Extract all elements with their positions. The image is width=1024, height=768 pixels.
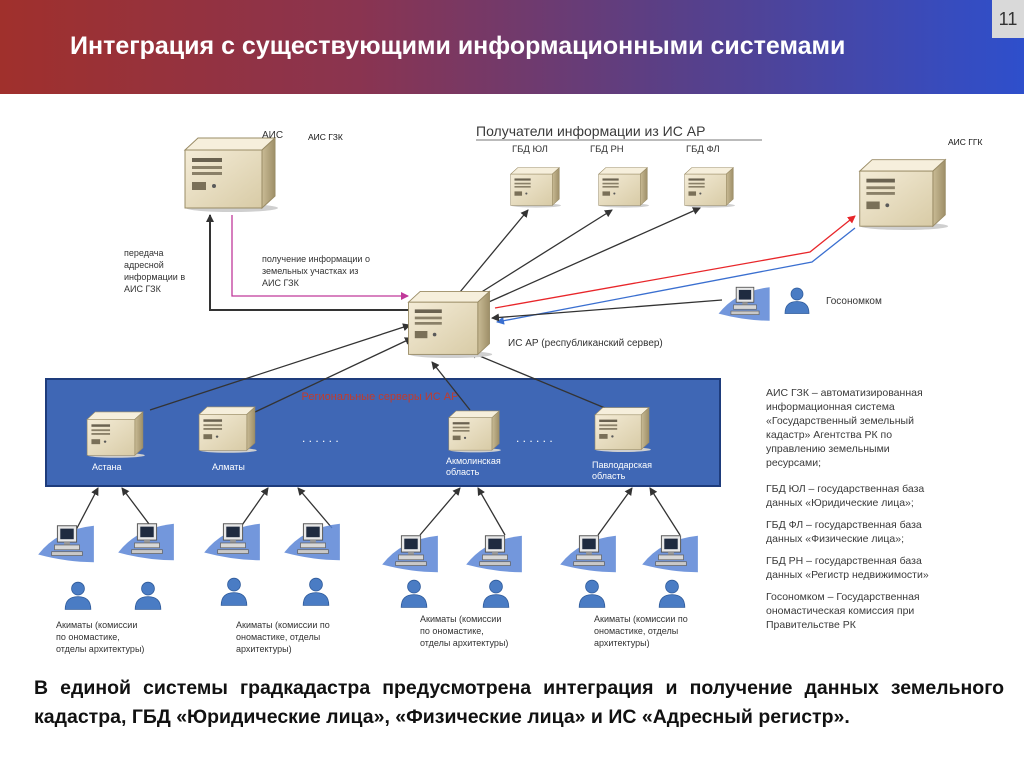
arrow-central-to-ais-ggk [494,215,856,309]
akimat-caption-1: Акиматы (комиссии по ономастике, отделы … [56,620,144,654]
central-server-label: ИС АР (республиканский сервер) [508,337,663,349]
legend-gbd-fl: ГБД ФЛ – государственная база данных «Фи… [766,519,925,545]
receiver-label-gbd-ul: ГБД ЮЛ [512,144,548,155]
page-number: 11 [992,0,1024,38]
slide-caption: В единой системы градкадастра предусмотр… [34,677,1004,728]
legend-gbd-rn: ГБД РН – государственная база данных «Ре… [766,555,929,581]
ais-gzk-tag: АИС ГЗК [308,132,343,142]
receiver-label-gbd-fl: ГБД ФЛ [686,144,720,155]
akimat-caption-4: Акиматы (комиссии по ономастике, отделы … [594,614,690,648]
arrow-almaty-to-central [254,337,413,413]
arrow-ais-ggk-to-central [496,227,856,325]
ais-ggk-tag: АИС ГГК [948,137,982,147]
slide-title: Интеграция с существующими информационны… [70,32,846,60]
akimat-arrows [75,487,681,536]
receivers-title: Получатели информации из ИС АР [476,123,705,139]
region-label-almaty: Алматы [212,462,245,472]
region-server-akmola [448,410,502,453]
region-server-pavlodar [594,407,652,453]
ais-ggk-server [859,159,949,231]
akimat-caption-2: Акиматы (комиссии по ономастике, отделы … [236,620,332,654]
region-label-pavlodar: Павлодарская область [592,460,655,481]
receive-text: получение информации о земельных участка… [262,254,372,288]
gosonomkom-label: Госономком [826,296,882,307]
legend-gosonomkom: Госономком – Государственная ономастичес… [766,591,923,631]
gosonomkom-computer [718,286,771,322]
ellipsis-2: . . . . . . [516,431,553,445]
arrow-central-to-gbd-ul [459,209,529,293]
regional-band-label: Региональные серверы ИС АР [302,391,459,403]
region-label-akmola: Акмолинская область [446,456,503,477]
ais-label: АИС [262,130,283,141]
legend-ais-gzk: АИС ГЗК – автоматизированная информацион… [766,387,926,469]
region-server-astana [86,411,146,458]
akimat-caption-3: Акиматы (комиссии по ономастике, отделы … [420,614,508,648]
arrow-gosonomkom-to-central [491,299,723,322]
arrow-central-to-gbd-rn [471,209,613,299]
transfer-text: передача адресной информации в АИС ГЗК [124,248,188,294]
arrow-akmola-to-central [431,361,471,411]
region-server-almaty [198,406,258,454]
gosonomkom-person-icon [784,287,810,314]
arrow-astana-to-central [149,323,411,411]
central-server [407,290,493,359]
arrow-central-to-ais-gzk [206,214,410,311]
akimat-person-icons [64,577,686,610]
gbd-fl-server [684,167,736,208]
integration-diagram: Региональные серверы ИС АР [38,123,982,654]
arrow-pavlodar-to-central [469,350,606,409]
ellipsis-1: . . . . . . [302,431,339,445]
region-label-astana: Астана [92,462,122,472]
receiver-label-gbd-rn: ГБД РН [590,144,624,155]
slide-header: Интеграция с существующими информационны… [0,0,1024,94]
legend-gbd-ul: ГБД ЮЛ – государственная база данных «Юр… [766,483,927,509]
legend: АИС ГЗК – автоматизированная информацион… [766,387,929,631]
ais-gzk-server [184,137,279,212]
arrow-ais-gzk-to-central [231,215,409,300]
gbd-ul-server [510,167,562,208]
gbd-rn-server [598,167,650,208]
arrow-central-to-gbd-fl [481,207,701,306]
akimat-workstations [38,523,699,573]
